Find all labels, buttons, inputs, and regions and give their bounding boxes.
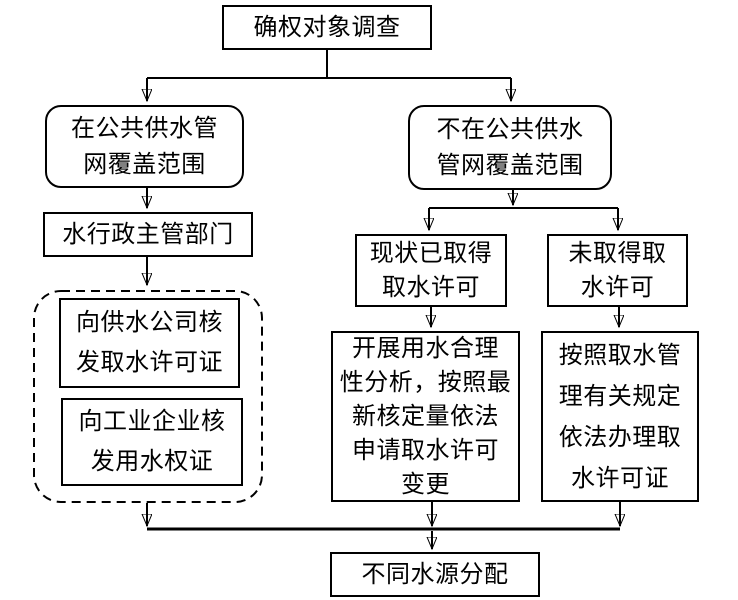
node-survey-label: 确权对象调查: [253, 13, 401, 41]
node-has-permit: 现状已取得 取水许可: [355, 234, 507, 307]
node-water-admin-label: 水行政主管部门: [62, 220, 234, 248]
node-permit-industry-label: 向工业企业核 发用水权证: [78, 408, 226, 475]
node-in-network: 在公共供水管 网覆盖范围: [45, 105, 244, 188]
node-permit-supplier: 向供水公司核 发取水许可证: [59, 298, 240, 388]
node-analysis-label: 开展用水合理 性分析，按照最 新核定量依法 申请取水许可 变更: [339, 334, 512, 498]
node-in-network-label: 在公共供水管 网覆盖范围: [71, 114, 218, 178]
node-no-permit: 未取得取 水许可: [547, 234, 688, 307]
node-survey: 确权对象调查: [222, 5, 432, 50]
node-allocation-label: 不同水源分配: [361, 560, 509, 588]
node-permit-industry: 向工业企业核 发用水权证: [61, 398, 243, 486]
node-has-permit-label: 现状已取得 取水许可: [369, 239, 493, 301]
node-permit-supplier-label: 向供水公司核 发取水许可证: [76, 309, 223, 376]
node-allocation: 不同水源分配: [330, 552, 540, 597]
node-out-network-label: 不在公共供水 管网覆盖范围: [436, 115, 584, 179]
node-out-network: 不在公共供水 管网覆盖范围: [408, 105, 612, 190]
node-no-permit-label: 未取得取 水许可: [568, 239, 667, 301]
node-regulation: 按照取水管 理有关规定 依法办理取 水许可证: [541, 331, 699, 502]
node-analysis: 开展用水合理 性分析，按照最 新核定量依法 申请取水许可 变更: [331, 331, 520, 502]
node-regulation-label: 按照取水管 理有关规定 依法办理取 水许可证: [558, 341, 682, 492]
node-water-admin: 水行政主管部门: [43, 212, 253, 257]
